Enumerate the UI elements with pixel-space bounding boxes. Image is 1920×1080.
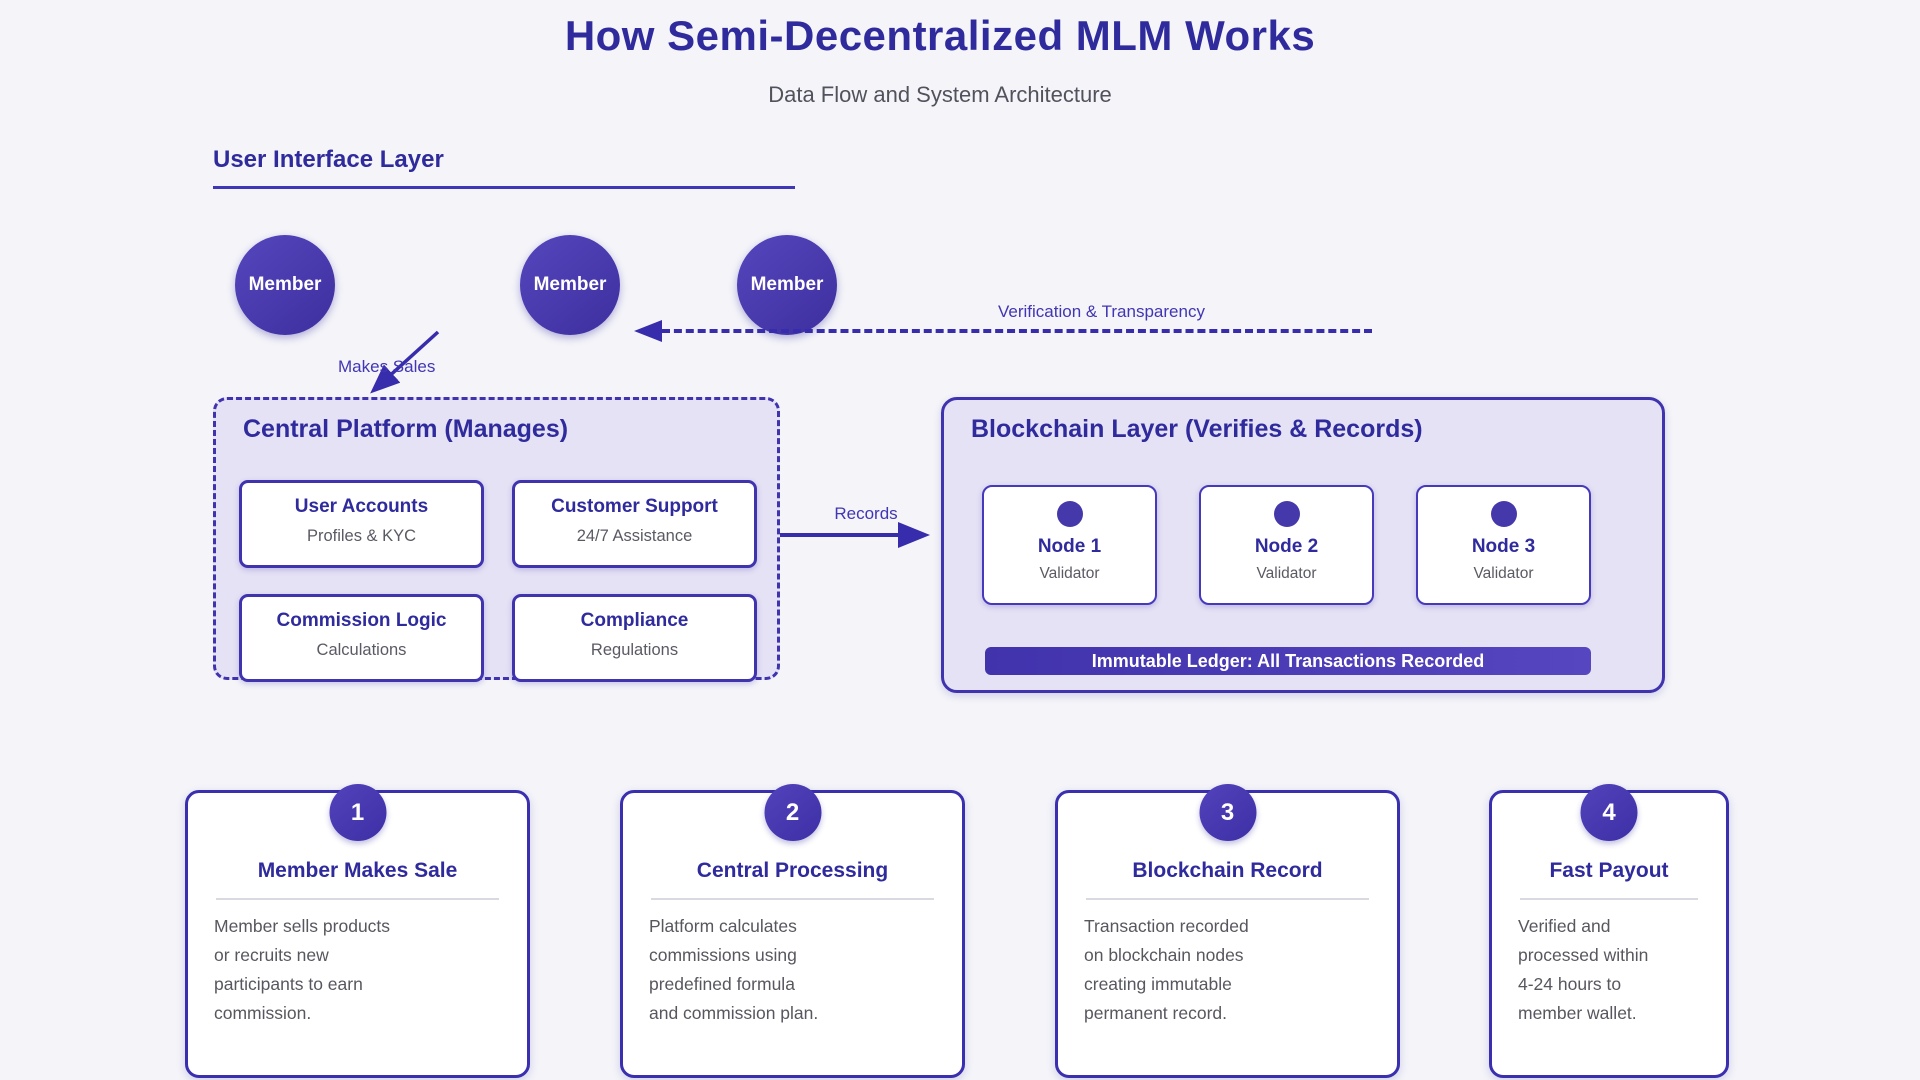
central-platform-heading: Central Platform (Manages)	[243, 415, 569, 443]
card-title: User Accounts	[294, 496, 429, 517]
node-title: Node 2	[1254, 536, 1319, 557]
step-description: Transaction recorded on blockchain nodes…	[1084, 916, 1249, 1023]
member-label: Member	[248, 274, 322, 295]
card-subtitle: Regulations	[590, 641, 679, 659]
blockchain-node-1: Node 1 Validator	[982, 485, 1157, 605]
step-title: Blockchain Record	[1132, 859, 1323, 882]
node-subtitle: Validator	[1256, 565, 1317, 582]
member-label: Member	[750, 274, 824, 295]
divider	[1520, 898, 1698, 900]
records-arrow-line	[780, 533, 902, 537]
card-title: Customer Support	[551, 496, 718, 517]
node-title: Node 3	[1471, 536, 1536, 557]
step-title: Fast Payout	[1549, 859, 1669, 882]
node-dot-icon	[1490, 501, 1517, 527]
step-card-1: 1 Member Makes Sale Member sells product…	[185, 784, 530, 1078]
verification-label: Verification & Transparency	[998, 302, 1205, 321]
platform-card-commission-logic: Commission Logic Calculations	[239, 594, 484, 682]
card-subtitle: Profiles & KYC	[306, 527, 417, 545]
step-card-3: 3 Blockchain Record Transaction recorded…	[1055, 784, 1400, 1078]
verification-arrowhead-icon	[634, 320, 662, 342]
ui-layer-heading: User Interface Layer	[213, 146, 444, 173]
step-title: Member Makes Sale	[257, 859, 458, 882]
step-number-badge: 4	[1580, 784, 1638, 841]
node-title: Node 1	[1037, 536, 1102, 557]
immutable-ledger-bar: Immutable Ledger: All Transactions Recor…	[985, 647, 1591, 675]
step-description: Verified and processed within 4-24 hours…	[1518, 916, 1649, 1023]
platform-card-user-accounts: User Accounts Profiles & KYC	[239, 480, 484, 568]
member-circle-2: Member	[520, 235, 620, 335]
central-platform-panel: Central Platform (Manages) User Accounts…	[213, 397, 780, 682]
records-arrowhead-icon	[898, 522, 930, 548]
ui-layer-underline	[213, 186, 795, 189]
blockchain-node-3: Node 3 Validator	[1416, 485, 1591, 605]
step-title: Central Processing	[696, 859, 889, 882]
divider	[216, 898, 499, 900]
blockchain-node-2: Node 2 Validator	[1199, 485, 1374, 605]
blockchain-layer-panel: Blockchain Layer (Verifies & Records) No…	[941, 397, 1665, 693]
page-title: How Semi-Decentralized MLM Works	[564, 12, 1316, 59]
node-dot-icon	[1273, 501, 1300, 527]
step-card-4: 4 Fast Payout Verified and processed wit…	[1489, 784, 1729, 1078]
card-title: Compliance	[580, 610, 689, 631]
node-subtitle: Validator	[1039, 565, 1100, 582]
member-label: Member	[533, 274, 607, 295]
step-description: Platform calculates commissions using pr…	[649, 916, 819, 1023]
member-circle-3: Member	[737, 235, 837, 335]
member-circle-1: Member	[235, 235, 335, 335]
step-card-2: 2 Central Processing Platform calculates…	[620, 784, 965, 1078]
node-subtitle: Validator	[1473, 565, 1534, 582]
records-label: Records	[834, 504, 898, 523]
makes-sales-arrow	[370, 330, 440, 394]
divider	[651, 898, 934, 900]
step-number-badge: 3	[1199, 784, 1256, 841]
platform-card-compliance: Compliance Regulations	[512, 594, 757, 682]
makes-sales-label: Makes Sales	[338, 357, 436, 376]
card-subtitle: Calculations	[316, 641, 407, 659]
card-title: Commission Logic	[276, 610, 447, 631]
step-description: Member sells products or recruits new pa…	[214, 916, 391, 1023]
card-subtitle: 24/7 Assistance	[576, 527, 693, 545]
platform-card-customer-support: Customer Support 24/7 Assistance	[512, 480, 757, 568]
divider	[1086, 898, 1369, 900]
node-dot-icon	[1056, 501, 1083, 527]
step-number-badge: 1	[329, 784, 386, 841]
page-subtitle: Data Flow and System Architecture	[768, 82, 1112, 107]
step-number-badge: 2	[764, 784, 821, 841]
verification-arrow-line	[662, 329, 1372, 333]
blockchain-layer-heading: Blockchain Layer (Verifies & Records)	[971, 415, 1423, 443]
